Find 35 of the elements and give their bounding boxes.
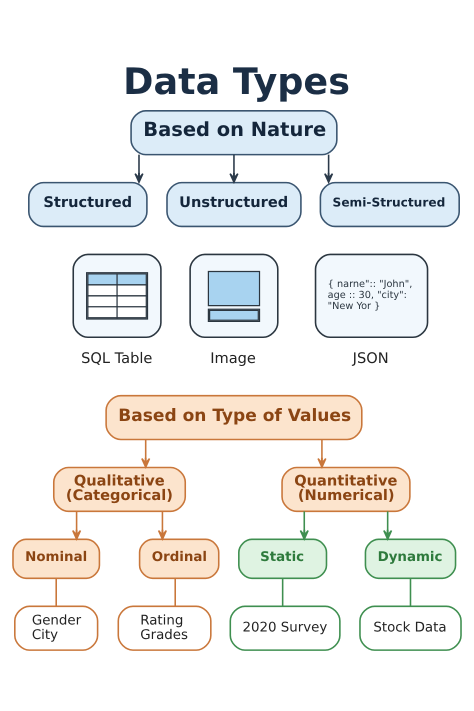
node-label: JSON	[352, 350, 389, 367]
diagram-title: Data Types	[123, 60, 350, 103]
node-box: Based on Type of Values	[105, 394, 363, 440]
node-picture	[72, 254, 162, 338]
connector	[55, 578, 57, 606]
node-box: Gender City	[14, 606, 98, 651]
node-box: Dynamic	[364, 538, 456, 580]
node-box: Nominal	[12, 538, 100, 580]
arrow	[141, 440, 150, 468]
arrow	[229, 154, 239, 184]
node-label: Image	[210, 350, 256, 367]
node-label: SQL Table	[81, 350, 152, 367]
node-box: Ordinal	[138, 538, 220, 580]
node-box: Rating Grades	[118, 606, 212, 651]
node-box: Static	[238, 538, 328, 580]
connector	[174, 578, 176, 606]
node-box: { narne":: "John", age :: 30, "city": "New Yor }	[314, 254, 428, 338]
arrow	[72, 511, 82, 540]
connector	[282, 578, 284, 606]
arrow	[317, 440, 327, 468]
node-picture	[189, 254, 279, 338]
arrow	[158, 511, 168, 540]
node-box: Semi-Structured	[320, 182, 460, 228]
arrow	[134, 154, 144, 184]
arrow	[300, 511, 309, 540]
node-box: Structured	[28, 182, 148, 228]
connector	[410, 578, 412, 606]
arrow	[324, 154, 334, 184]
node-box: Stock Data	[359, 606, 462, 651]
arrow	[383, 511, 392, 540]
node-box: 2020 Survey	[230, 606, 341, 651]
node-box: Unstructured	[166, 182, 302, 228]
node-box: Based on Nature	[130, 110, 338, 156]
node-box: Qualitative (Categorical)	[52, 466, 186, 512]
node-box: Quantitative (Numerical)	[281, 466, 411, 512]
